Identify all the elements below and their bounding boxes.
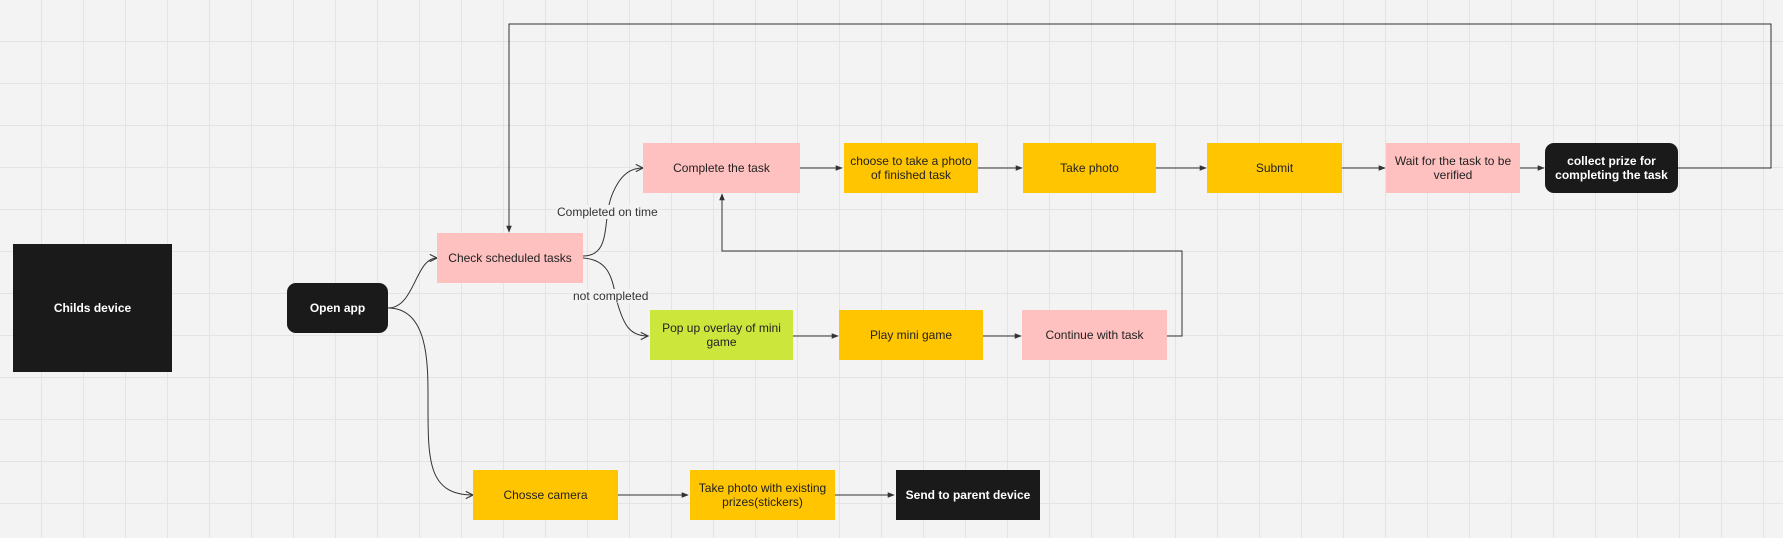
node-wait-verified[interactable]: Wait for the task to be verified: [1386, 143, 1520, 193]
node-continue-task[interactable]: Continue with task: [1022, 310, 1167, 360]
edge-continue-to-complete: [719, 193, 1183, 337]
node-complete-the-task[interactable]: Complete the task: [643, 143, 800, 193]
node-submit[interactable]: Submit: [1207, 143, 1342, 193]
edge-check-to-complete: [582, 168, 643, 257]
node-collect-prize[interactable]: collect prize for completing the task: [1545, 143, 1678, 193]
node-check-scheduled-tasks[interactable]: Check scheduled tasks: [437, 233, 583, 283]
node-send-to-parent[interactable]: Send to parent device: [896, 470, 1040, 520]
edge-label-not-completed: not completed: [572, 289, 650, 303]
node-choose-camera[interactable]: Chosse camera: [473, 470, 618, 520]
node-popup-minigame[interactable]: Pop up overlay of mini game: [650, 310, 793, 360]
node-play-minigame[interactable]: Play mini game: [839, 310, 983, 360]
edge-open-to-check: [387, 258, 437, 309]
edge-label-completed-on-time: Completed on time: [556, 205, 659, 219]
node-childs-device[interactable]: Childs device: [13, 244, 172, 372]
edge-open-to-camera: [387, 307, 473, 495]
node-photo-with-prizes[interactable]: Take photo with existing prizes(stickers…: [690, 470, 835, 520]
edge-check-to-popup: [582, 257, 648, 336]
node-open-app[interactable]: Open app: [287, 283, 388, 333]
node-choose-photo[interactable]: choose to take a photo of finished task: [844, 143, 978, 193]
edge-collect-to-check: [506, 23, 1772, 233]
node-take-photo[interactable]: Take photo: [1023, 143, 1156, 193]
